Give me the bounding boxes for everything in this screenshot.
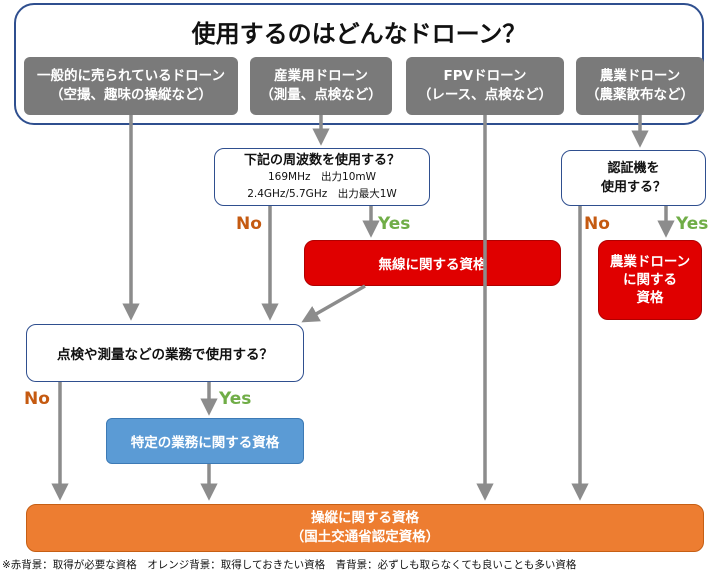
category-industrial-title: 産業用ドローン <box>274 68 368 84</box>
category-fpv-title: FPVドローン <box>443 68 527 84</box>
agri-license-line2: に関する <box>623 272 677 288</box>
category-general-title: 一般的に売られているドローン <box>37 68 225 84</box>
yes-label-frequency: Yes <box>378 214 411 234</box>
category-fpv-drone: FPVドローン （レース、点検など） <box>406 57 564 115</box>
no-label-business: No <box>24 389 50 409</box>
agri-license-line3: 資格 <box>636 290 664 306</box>
business-use-question: 点検や測量などの業務で使用する？ <box>26 324 304 382</box>
no-label-frequency: No <box>236 214 262 234</box>
operation-license-title: 操縦に関する資格 <box>311 510 419 526</box>
yes-label-business: Yes <box>219 389 252 409</box>
flowchart-title: 使用するのはどんなドローン？ <box>191 20 527 48</box>
category-general-sub: （空撮、趣味の操縦など） <box>50 87 212 103</box>
business-license-box: 特定の業務に関する資格 <box>106 418 304 464</box>
business-license-label: 特定の業務に関する資格 <box>130 435 280 451</box>
no-label-certified: No <box>584 214 610 234</box>
category-industrial-drone: 産業用ドローン （測量、点検など） <box>250 57 392 115</box>
agri-license-line1: 農業ドローン <box>609 254 691 270</box>
certified-question-line1: 認証機を <box>607 161 660 176</box>
category-agri-drone: 農業ドローン （農薬散布など） <box>576 57 704 115</box>
frequency-24ghz: 2.4GHz/5.7GHz 出力最大1W <box>247 187 397 200</box>
yes-label-certified: Yes <box>676 214 709 234</box>
frequency-169mhz: 169MHz 出力10mW <box>268 170 376 183</box>
operation-license-box: 操縦に関する資格 （国土交通省認定資格） <box>26 504 704 552</box>
frequency-question: 下記の周波数を使用する？ 169MHz 出力10mW 2.4GHz/5.7GHz… <box>214 148 430 206</box>
frequency-question-text: 下記の周波数を使用する？ <box>243 152 400 168</box>
arrow-radio-to-business <box>301 284 366 323</box>
certified-question-line2: 使用する？ <box>600 180 666 195</box>
business-question-text: 点検や測量などの業務で使用する？ <box>57 347 273 363</box>
category-fpv-sub: （レース、点検など） <box>417 87 553 103</box>
category-agri-sub: （農薬散布など） <box>586 87 694 103</box>
operation-license-sub: （国土交通省認定資格） <box>290 529 440 545</box>
certified-machine-question: 認証機を 使用する？ <box>561 150 706 206</box>
radio-license-box: 無線に関する資格 <box>304 240 561 286</box>
radio-license-label: 無線に関する資格 <box>378 257 487 273</box>
agri-license-box: 農業ドローン に関する 資格 <box>598 240 702 320</box>
footnote: ※赤背景：取得が必要な資格 オレンジ背景：取得しておきたい資格 青背景：必ずしも… <box>2 559 577 571</box>
category-general-drone: 一般的に売られているドローン （空撮、趣味の操縦など） <box>24 57 238 115</box>
category-agri-title: 農業ドローン <box>599 68 681 84</box>
category-industrial-sub: （測量、点検など） <box>260 87 382 103</box>
